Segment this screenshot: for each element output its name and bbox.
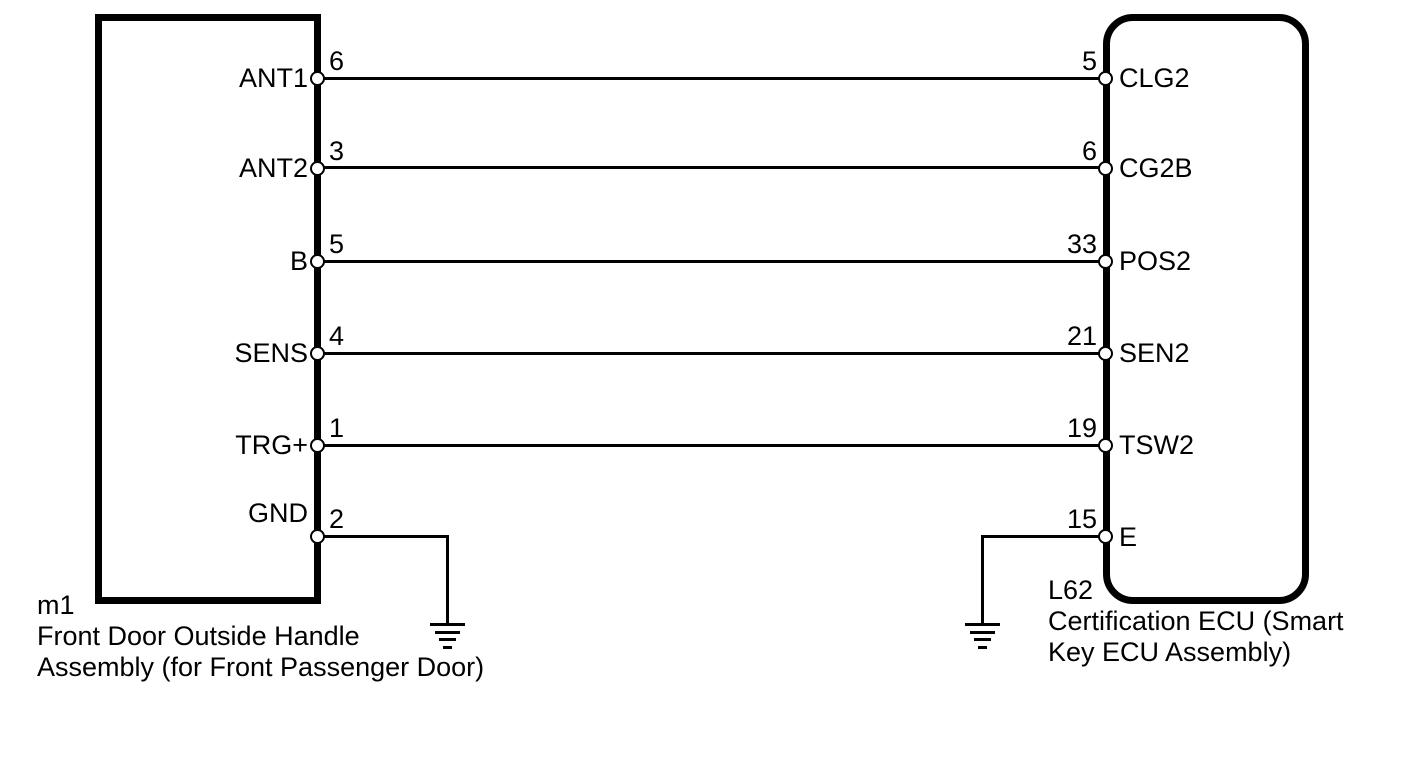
wire-e-horizontal [981, 535, 1105, 538]
pin-label-cg2b: CG2B [1119, 153, 1193, 183]
pin-label-tsw2: TSW2 [1119, 430, 1195, 460]
right-component-box [1103, 14, 1309, 604]
wire-b-pos2 [318, 260, 1105, 263]
wire-sens-sen2 [318, 352, 1105, 355]
pin-terminal [310, 161, 325, 176]
pin-label-trg: TRG+ [235, 430, 308, 460]
left-component-box [95, 14, 321, 604]
pin-label-gnd: GND [248, 498, 308, 528]
pin-number-tsw2: 19 [1066, 413, 1097, 443]
pin-number-ant2: 3 [329, 136, 345, 166]
pin-number-e: 15 [1066, 504, 1097, 534]
pin-terminal [1098, 346, 1113, 361]
ground-bar [430, 623, 465, 626]
pin-number-pos2: 33 [1066, 229, 1097, 259]
wire-ant1-clg2 [318, 77, 1105, 80]
ground-bar [965, 623, 1000, 626]
left-component-name-line1: Front Door Outside Handle [37, 621, 360, 651]
pin-number-sen2: 21 [1066, 321, 1097, 351]
pin-terminal [1098, 529, 1113, 544]
pin-number-gnd: 2 [329, 504, 345, 534]
pin-number-b: 5 [329, 229, 345, 259]
pin-label-b: B [289, 246, 308, 276]
right-component-caption: L62 Certification ECU (Smart Key ECU Ass… [1048, 575, 1344, 668]
pin-terminal [310, 438, 325, 453]
pin-number-sens: 4 [329, 321, 345, 351]
pin-terminal [1098, 161, 1113, 176]
pin-terminal [310, 346, 325, 361]
wire-ant2-cg2b [318, 166, 1105, 169]
pin-label-e: E [1119, 522, 1138, 552]
pin-label-sens: SENS [234, 338, 308, 368]
pin-label-clg2: CLG2 [1119, 63, 1190, 93]
wire-gnd-vertical [446, 535, 449, 623]
right-component-name-line2: Key ECU Assembly) [1048, 637, 1292, 667]
left-component-name-line2: Assembly (for Front Passenger Door) [37, 652, 485, 682]
pin-terminal [310, 71, 325, 86]
ground-bar [978, 646, 987, 649]
pin-terminal [1098, 438, 1113, 453]
pin-label-pos2: POS2 [1119, 246, 1192, 276]
right-component-name-line1: Certification ECU (Smart [1048, 606, 1344, 636]
wire-e-vertical [981, 535, 984, 623]
ground-bar [435, 631, 460, 634]
pin-terminal [1098, 71, 1113, 86]
pin-number-ant1: 6 [329, 46, 345, 76]
wire-gnd-horizontal [318, 535, 449, 538]
wire-trg-tsw2 [318, 444, 1105, 447]
pin-label-sen2: SEN2 [1119, 338, 1190, 368]
left-component-caption: m1 Front Door Outside Handle Assembly (f… [37, 590, 484, 683]
pin-number-trg: 1 [329, 413, 345, 443]
pin-label-ant2: ANT2 [238, 153, 308, 183]
pin-number-cg2b: 6 [1081, 136, 1097, 166]
pin-terminal [1098, 254, 1113, 269]
pin-label-ant1: ANT1 [238, 63, 308, 93]
left-component-code: m1 [37, 590, 75, 620]
pin-terminal [310, 529, 325, 544]
ground-bar [974, 638, 991, 641]
ground-bar [970, 631, 995, 634]
right-component-code: L62 [1048, 575, 1094, 605]
pin-terminal [310, 254, 325, 269]
ground-bar [439, 638, 456, 641]
ground-bar [443, 646, 452, 649]
pin-number-clg2: 5 [1081, 46, 1097, 76]
